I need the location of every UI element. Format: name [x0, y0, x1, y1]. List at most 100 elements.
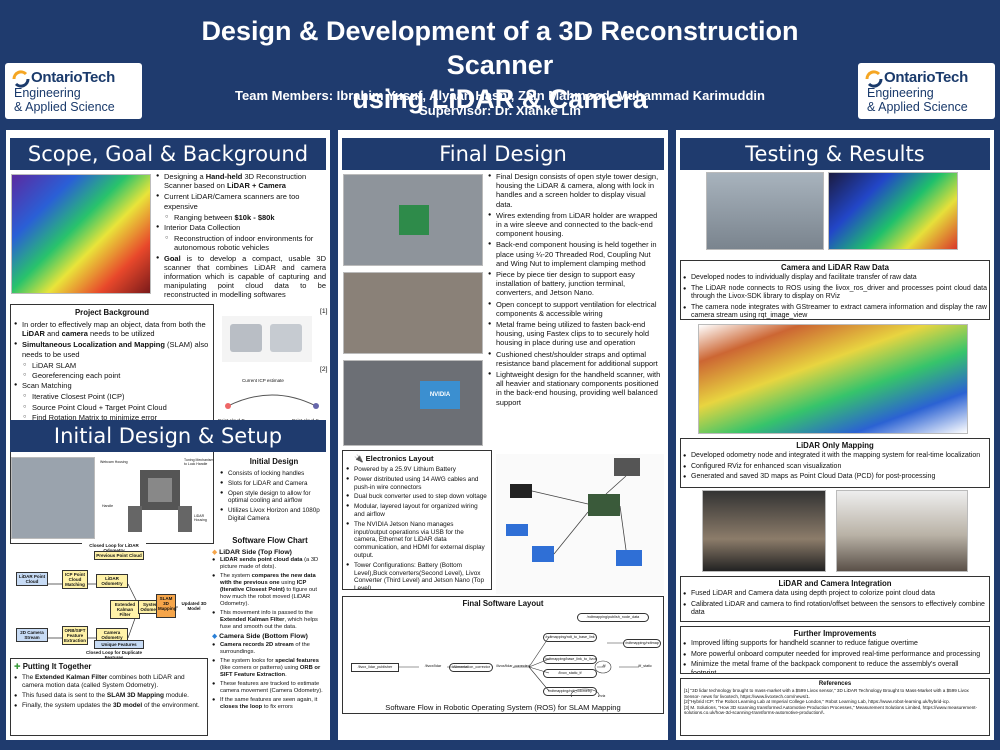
background-bullet: Simultaneous Localization and Mapping (S… — [14, 340, 210, 358]
raw-data-title: Camera and LiDAR Raw Data — [781, 263, 889, 272]
references-title: References — [818, 681, 852, 687]
lidar-side-bullet: LiDAR sends point cloud data (a 3D pictu… — [212, 557, 328, 571]
final-design-bullets: Final Design consists of open style towe… — [488, 172, 664, 442]
software-caption: Software Flow in Robotic Operating Syste… — [385, 703, 621, 712]
initial-design-bullet: Open style design to allow for optimal c… — [220, 490, 328, 506]
column-left: Scope, Goal & Background Designing a Han… — [6, 130, 330, 740]
point-cloud-room-image — [11, 174, 151, 294]
improvements-title: Further Improvements — [793, 629, 877, 638]
scope-bullet: Designing a Hand-held 3D Reconstruction … — [156, 172, 326, 190]
together-bullet: The Extended Kalman Filter combines both… — [14, 674, 204, 690]
logo-left: OntarioTech Engineering & Applied Scienc… — [5, 63, 142, 119]
background-bullet: In order to effectively map an object, d… — [14, 320, 210, 338]
raw-data-box: Camera and LiDAR Raw Data Developed node… — [680, 260, 990, 320]
scope-heading: Scope, Goal & Background — [10, 138, 326, 170]
scope-sub-bullet: Ranging between $10k - $80k — [156, 213, 326, 222]
electronics-layout-box: 🔌 Electronics Layout Powered by a 25.9V … — [342, 450, 492, 590]
lidar-only-bullet: Configured RViz for enhanced scan visual… — [683, 463, 987, 472]
ontariotech-logo-icon — [12, 70, 30, 88]
final-scanner-photo — [343, 174, 483, 266]
software-flowchart-text: Software Flow Chart ◆ LiDAR Side (Top Fl… — [212, 536, 328, 736]
colorized-pointcloud-image-2 — [836, 490, 968, 572]
scope-bullets: Designing a Hand-held 3D Reconstruction … — [156, 172, 326, 300]
screen-holder-photo: NVIDIA — [343, 360, 483, 446]
logo-right: OntarioTech Engineering & Applied Scienc… — [858, 63, 995, 119]
electronics-title: 🔌 Electronics Layout — [354, 454, 434, 463]
lidar-only-bullet: Developed odometry node and integrated i… — [683, 452, 987, 461]
diamond-icon: ◆ — [212, 549, 218, 556]
scope-bullet: Goal is to develop a compact, usable 3D … — [156, 254, 326, 300]
initial-design-bullet: Consists of locking handles — [220, 470, 328, 478]
team-members: Team Members: Ibrahim Yusuf, Alyaan Hasn… — [235, 88, 765, 103]
scope-bullet: Interior Data Collection — [156, 223, 326, 232]
testing-heading: Testing & Results — [680, 138, 990, 170]
references-box: References [1] "3D lidar technology brou… — [680, 678, 990, 736]
background-sub-bullet: Find Rotation Matrix to minimize error — [14, 413, 210, 422]
final-bullet: Metal frame being utilized to fasten bac… — [488, 320, 664, 348]
lidar-side-bullet: The system compares the new data with th… — [212, 573, 328, 608]
final-bullet: Wires extending from LiDAR holder are wr… — [488, 211, 664, 239]
column-middle: Final Design NVIDIA Final Design consist… — [338, 130, 668, 740]
final-bullet: Lightweight design for the handheld scan… — [488, 370, 664, 407]
camera-side-bullet: If the same features are seen again, it … — [212, 697, 328, 711]
electronics-bullet: Modular, layered layout for organized wi… — [346, 503, 488, 519]
putting-it-together-box: ✚ Putting It Together The Extended Kalma… — [10, 658, 208, 736]
livox-lidar-sensor-image — [222, 316, 312, 362]
raw-data-bullet: The camera node integrates with GStreame… — [683, 304, 987, 320]
initial-design-box: Initial Design Consists of locking handl… — [220, 457, 328, 533]
reference-marker: [2] — [320, 366, 328, 373]
together-bullet: This fused data is sent to the SLAM 3D M… — [14, 692, 204, 700]
reference-marker: [1] — [320, 308, 328, 315]
camera-side-bullet: Camera records 2D stream of the surround… — [212, 642, 328, 656]
background-sub-bullet: Source Point Cloud + Target Point Cloud — [14, 403, 210, 412]
camera-side-bullet: These features are tracked to estimate c… — [212, 681, 328, 695]
final-bullet: Open concept to support ventilation for … — [488, 300, 664, 318]
lidar-raw-image — [828, 172, 958, 250]
lidar-side-title: ◆ LiDAR Side (Top Flow) — [212, 549, 292, 556]
final-bullet: Final Design consists of open style towe… — [488, 172, 664, 209]
column-right: Testing & Results Camera and LiDAR Raw D… — [676, 130, 994, 740]
flowchart-title: Software Flow Chart — [232, 536, 308, 545]
initial-cad-model: Webcam Housing Tuning Mechanism to Lock … — [98, 456, 216, 540]
electronics-bullet: Tower Configurations: Battery (Bottom Le… — [346, 562, 488, 589]
poster-title: Design & Development of a 3D Reconstruct… — [201, 16, 799, 114]
scope-bullet: Current LiDAR/Camera scanners are too ex… — [156, 192, 326, 210]
puzzle-icon: ✚ — [14, 662, 21, 671]
final-bullet: Cushioned chest/shoulder straps and opti… — [488, 350, 664, 368]
camera-side-title: ◆ Camera Side (Bottom Flow) — [212, 633, 308, 641]
together-bullet: Finally, the system updates the 3D model… — [14, 702, 204, 710]
reference-item: [1] "3D lidar technology brought to mass… — [684, 688, 969, 699]
background-sub-bullet: Iterative Closest Point (ICP) — [14, 392, 210, 401]
camera-raw-image — [706, 172, 824, 250]
integration-title: LiDAR and Camera Integration — [778, 579, 892, 588]
electronics-bullet: Powered by a 25.9V Lithium Battery — [346, 466, 488, 474]
supervisor: Supervisor: Dr. Xianke Lin — [419, 103, 581, 118]
final-bullet: Back-end component housing is held toget… — [488, 240, 664, 268]
plug-icon: 🔌 — [354, 454, 364, 463]
colorized-pointcloud-image-1 — [702, 490, 826, 572]
project-background-title: Project Background — [74, 308, 150, 317]
final-software-layout-box: Final Software Layout /livox_lidar_publi… — [342, 596, 664, 714]
ontariotech-logo-icon — [865, 70, 883, 88]
camera-side-bullet: The system looks for special features (l… — [212, 658, 328, 679]
lidar-side-bullet: This movement info is passed to the Exte… — [212, 610, 328, 631]
scope-sub-bullet: Reconstruction of indoor environments fo… — [156, 234, 326, 252]
improvements-box: Further Improvements Improved lifting su… — [680, 626, 990, 674]
raw-data-bullet: Developed nodes to individually display … — [683, 274, 987, 283]
final-bullet: Piece by piece tier design to support ea… — [488, 270, 664, 298]
improvement-bullet: More powerful onboard computer needed fo… — [683, 651, 987, 660]
initial-design-bullet: Utilizes Livox Horizon and 1080p Digital… — [220, 507, 328, 523]
lidar-only-box: LiDAR Only Mapping Developed odometry no… — [680, 438, 990, 488]
initial-prototype-photo — [11, 457, 95, 539]
lidar-only-map-image — [698, 324, 968, 434]
integration-bullet: Calibrated LiDAR and camera to find rota… — [683, 601, 987, 618]
initial-design-heading: Initial Design & Setup — [10, 420, 326, 452]
nvidia-screen: NVIDIA — [420, 381, 460, 409]
reference-item: [2]"Hybrid ICP: The Robot Learning Lab a… — [684, 699, 950, 705]
electronics-bullet: Power distributed using 14 AWG cables an… — [346, 476, 488, 492]
initial-design-title: Initial Design — [249, 457, 299, 466]
background-bullet: Scan Matching — [14, 381, 210, 390]
background-sub-bullet: LiDAR SLAM — [14, 361, 210, 370]
lidar-only-title: LiDAR Only Mapping — [796, 441, 874, 450]
integration-box: LiDAR and Camera Integration Fused LiDAR… — [680, 576, 990, 622]
